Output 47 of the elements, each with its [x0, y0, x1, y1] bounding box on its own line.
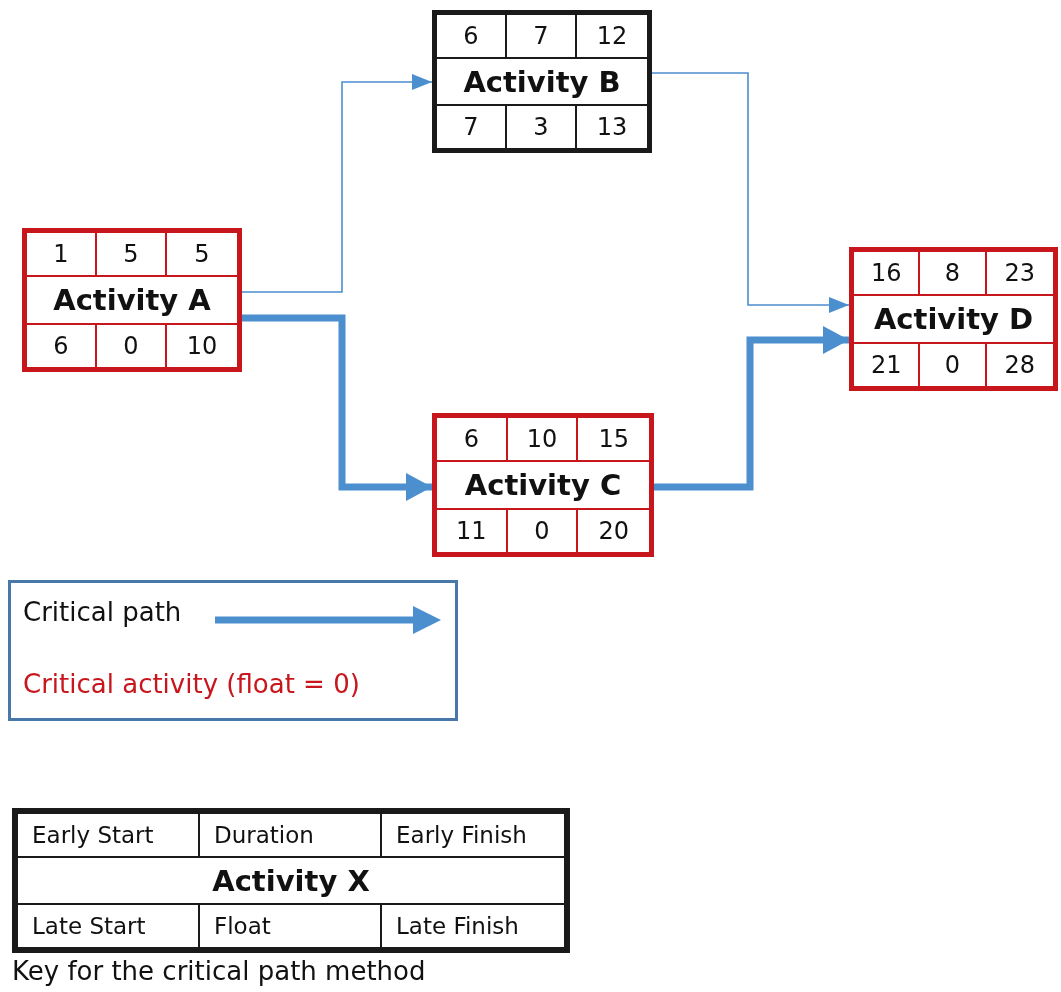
activity-value: 23 — [1003, 257, 1037, 289]
arrow — [654, 326, 849, 491]
activity-value: 11 — [437, 510, 508, 552]
activity-value: 5 — [97, 233, 167, 275]
activity-value: 6 — [437, 15, 507, 57]
activity-value: 7 — [437, 106, 507, 148]
activity-value: 20 — [597, 516, 630, 548]
activity-value: 8 — [920, 252, 987, 294]
activity-value: 0 — [97, 325, 167, 367]
activity-value: 5 — [193, 238, 211, 270]
key-table — [12, 808, 570, 953]
activity-value: 0 — [920, 344, 987, 386]
activity-box — [432, 10, 652, 153]
activity-value: 7 — [507, 15, 577, 57]
arrow — [242, 314, 432, 501]
activity-value: 12 — [595, 20, 629, 52]
activity-name: Activity B — [437, 56, 647, 107]
activity-value: 21 — [854, 344, 921, 386]
activity-value: 6 — [27, 325, 97, 367]
activity-value: Late Finish — [395, 912, 520, 942]
arrow — [241, 74, 433, 293]
activity-value: 16 — [854, 252, 921, 294]
activity-value: Early Start — [18, 814, 200, 856]
legend-label: Critical activity (float = 0) — [23, 669, 360, 699]
activity-box — [849, 247, 1058, 391]
activity-name: Activity A — [27, 274, 237, 326]
activity-value: 0 — [507, 510, 579, 552]
activity-value: 1 — [27, 233, 97, 275]
arrow — [651, 72, 850, 313]
activity-value: 15 — [597, 423, 630, 455]
activity-name: Activity C — [437, 459, 649, 511]
caption: Key for the critical path method — [12, 956, 426, 986]
activity-value: Early Finish — [395, 820, 528, 850]
activity-value: 10 — [185, 331, 219, 363]
activity-value: Float — [200, 905, 382, 947]
activity-value: Late Start — [18, 905, 200, 947]
activity-value: Duration — [200, 814, 382, 856]
activity-name: Activity D — [854, 293, 1053, 345]
activity-name: Activity X — [18, 855, 564, 906]
activity-value: 10 — [507, 418, 579, 460]
activity-box — [432, 413, 654, 557]
activity-value: 6 — [437, 418, 508, 460]
activity-box — [22, 228, 242, 372]
activity-value: 3 — [507, 106, 577, 148]
activity-value: 28 — [1003, 350, 1037, 382]
activity-value: 13 — [595, 112, 629, 144]
legend-label: Critical path — [23, 597, 182, 627]
